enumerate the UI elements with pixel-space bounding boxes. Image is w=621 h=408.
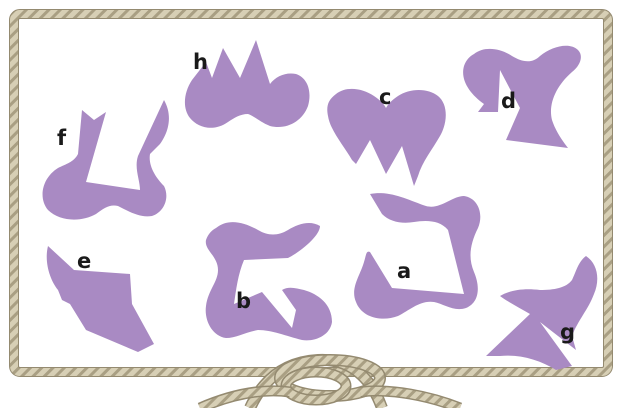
shape-a-label: a [397,259,411,283]
shape-d-label: d [501,89,516,113]
shape-b-body [206,222,332,340]
shape-g-body [486,256,597,370]
shape-e-label: e [77,249,91,273]
shape-f: f [43,100,169,220]
shape-h-label: h [193,50,208,74]
shape-c: c [327,85,445,186]
shape-g-label: g [560,320,575,344]
shape-d-body [463,46,581,148]
shape-f-label: f [57,126,67,150]
shape-g: g [486,256,597,370]
shape-a: a [354,193,480,319]
shape-b-label: b [236,289,251,313]
shape-e: e [47,246,154,352]
shape-d: d [463,46,581,148]
shape-b: b [206,222,332,340]
shape-c-label: c [379,85,391,109]
shape-h: h [185,40,310,128]
shape-a-body [354,193,480,319]
shape-e-body [47,246,154,352]
shape-f-body [43,100,169,220]
